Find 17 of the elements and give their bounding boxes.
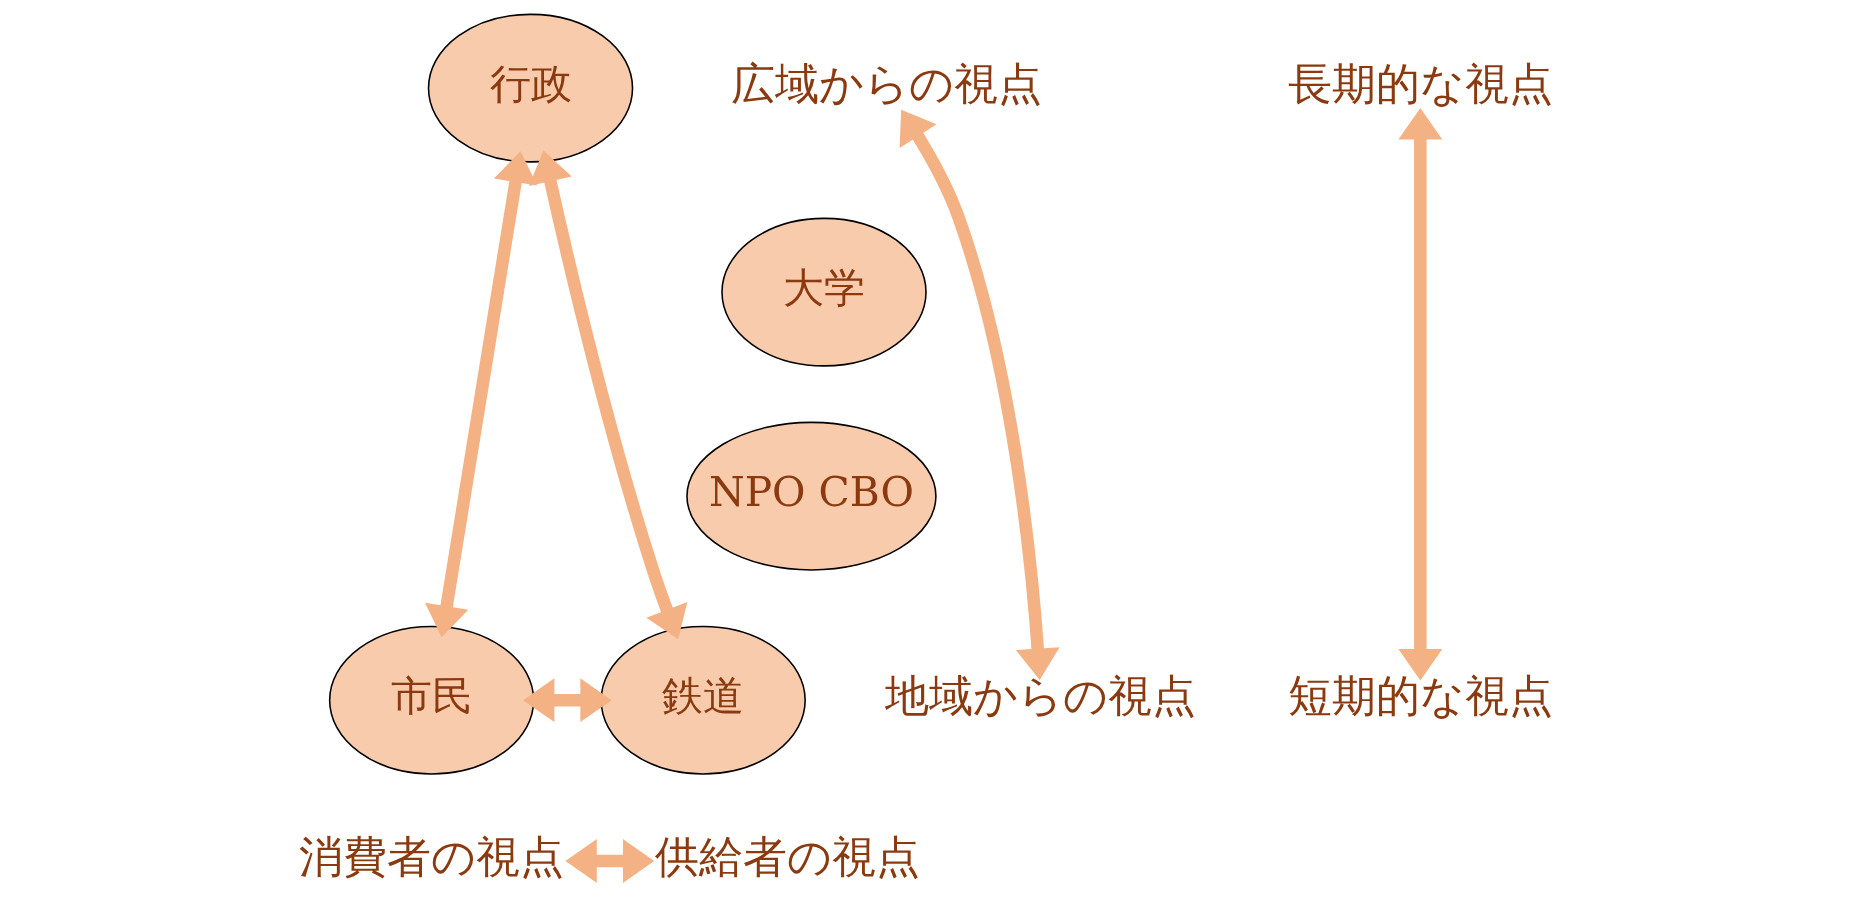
arrow	[1397, 108, 1442, 681]
node-ellipse: 鉄道	[599, 625, 806, 775]
node-ellipse: NPO CBO	[685, 421, 937, 571]
arrow	[564, 839, 654, 883]
node-text: 長期的な視点	[1287, 57, 1553, 109]
arrow	[899, 109, 1060, 680]
node-text: 消費者の視点	[298, 830, 564, 882]
node-ellipse: 市民	[328, 625, 534, 775]
node-text: 地域からの視点	[884, 670, 1196, 721]
node-text: 短期的な視点	[1287, 670, 1553, 721]
node-text: 供給者の視点	[654, 830, 920, 882]
arrow	[528, 150, 687, 640]
arrow	[424, 151, 537, 638]
node-ellipse: 行政	[427, 13, 633, 163]
node-text: 広域からの視点	[730, 57, 1042, 109]
arrow	[522, 678, 612, 723]
node-ellipse: 大学	[720, 217, 927, 367]
